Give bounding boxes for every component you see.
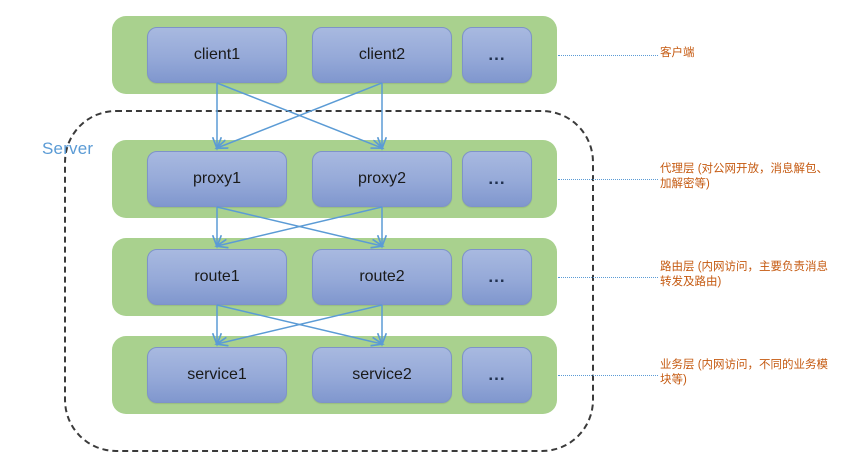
node-service2[interactable]: service2 xyxy=(312,347,452,403)
node-service-more[interactable]: ... xyxy=(462,347,532,403)
node-route2[interactable]: route2 xyxy=(312,249,452,305)
annotation-routes: 路由层 (内网访问，主要负责消息转发及路由) xyxy=(660,261,829,288)
layer-band-services: service1 service2 ... xyxy=(112,336,557,414)
annotation-services: 业务层 (内网访问，不同的业务模块等) xyxy=(660,359,829,386)
leader-line-clients xyxy=(558,55,658,56)
node-proxy-more[interactable]: ... xyxy=(462,151,532,207)
leader-line-proxies xyxy=(558,179,658,180)
server-boundary-label: Server xyxy=(42,139,94,158)
node-client2[interactable]: client2 xyxy=(312,27,452,83)
node-service1[interactable]: service1 xyxy=(147,347,287,403)
layer-band-routes: route1 route2 ... xyxy=(112,238,557,316)
node-route-more[interactable]: ... xyxy=(462,249,532,305)
annotation-clients: 客户端 xyxy=(660,47,695,59)
node-proxy1[interactable]: proxy1 xyxy=(147,151,287,207)
node-client-more[interactable]: ... xyxy=(462,27,532,83)
annotation-proxies: 代理层 (对公网开放，消息解包、加解密等) xyxy=(660,163,829,190)
node-route1[interactable]: route1 xyxy=(147,249,287,305)
layer-band-clients: client1 client2 ... xyxy=(112,16,557,94)
node-client1[interactable]: client1 xyxy=(147,27,287,83)
leader-line-routes xyxy=(558,277,658,278)
leader-line-services xyxy=(558,375,658,376)
node-proxy2[interactable]: proxy2 xyxy=(312,151,452,207)
layer-band-proxies: proxy1 proxy2 ... xyxy=(112,140,557,218)
